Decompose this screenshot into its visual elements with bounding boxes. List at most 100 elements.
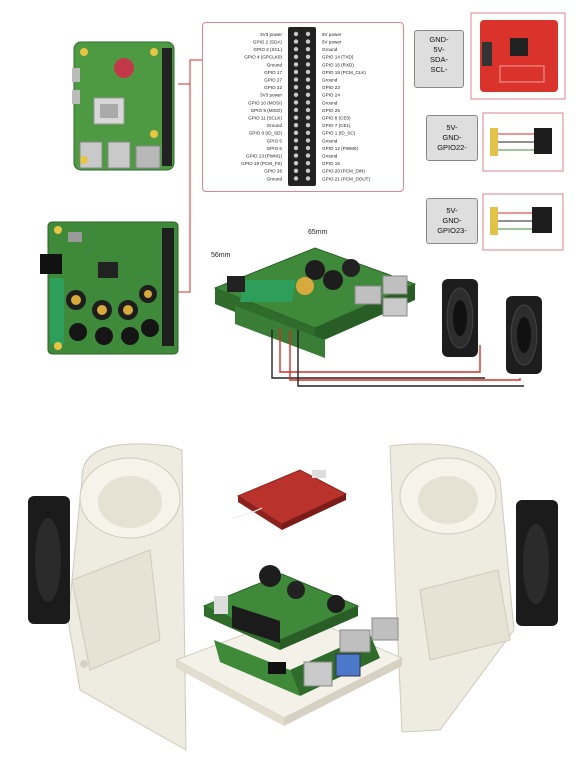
gpio-pin-dot bbox=[293, 39, 299, 44]
gpio-pin-label-left: GPIO 22 bbox=[264, 85, 282, 90]
case-speaker-right bbox=[516, 500, 558, 626]
gpio-pin-label-left: GPIO 4 (GPCLK0) bbox=[244, 55, 282, 60]
gpio-pin-dot bbox=[293, 62, 299, 67]
sensor2-label-line: 5V- bbox=[446, 206, 458, 215]
gpio-pin-label-right: GPIO 7 (CE1) bbox=[322, 123, 351, 128]
gpio-connector-line bbox=[175, 59, 202, 293]
gpio-pin-dot bbox=[305, 100, 311, 105]
gpio-pin-label-right: GPIO 12 (PWM0) bbox=[322, 146, 358, 151]
gpio-pin-label-right: 5V power bbox=[322, 32, 342, 37]
gpio-pin-dot bbox=[293, 31, 299, 37]
gpio-pin-label-right: Ground bbox=[322, 78, 338, 83]
gpio-pin-dot bbox=[293, 100, 299, 105]
gpio-pin-dot bbox=[305, 77, 311, 82]
gpio-pin-dot bbox=[293, 153, 299, 158]
gpio-pin-dot bbox=[305, 168, 311, 173]
gpio-pin-label-right: 5V power bbox=[322, 40, 342, 45]
raspberry-pi-board bbox=[72, 41, 175, 171]
gpio-pin-dot bbox=[305, 176, 311, 181]
gpio-pin-dot bbox=[293, 77, 299, 82]
nfc-label-line: 5V- bbox=[433, 45, 445, 54]
nfc-module bbox=[470, 12, 566, 100]
sensor2-label-line: GND- bbox=[442, 216, 462, 225]
speaker-left bbox=[442, 279, 478, 357]
gpio-pin-label-right: GPIO 18 (PCM_CLK) bbox=[322, 70, 366, 75]
gpio-pin-label-left: Ground bbox=[267, 62, 283, 67]
gpio-pin-label-right: Ground bbox=[322, 100, 338, 105]
speaker-wires bbox=[271, 328, 524, 387]
gpio-pin-label-left: GPIO 19 (PCM_FS) bbox=[241, 161, 282, 166]
gpio-pin-dot bbox=[293, 130, 299, 135]
gpio-pin-label-left: GPIO 6 bbox=[267, 146, 283, 151]
sensor1-label-line: 5V- bbox=[446, 123, 458, 132]
gpio-pin-dot bbox=[293, 123, 299, 128]
case-right-half bbox=[389, 443, 515, 733]
gpio-pin-label-left: GPIO 5 bbox=[267, 138, 283, 143]
gpio-pin-dot bbox=[305, 69, 311, 75]
case-speaker-left bbox=[28, 496, 70, 624]
gpio-pin-dot bbox=[293, 168, 299, 173]
sensor2-label-line: GPIO23- bbox=[437, 226, 467, 235]
gpio-pinout-box bbox=[202, 22, 404, 192]
gpio-pin-label-left: 3V3 power bbox=[260, 32, 282, 37]
sensor1-module bbox=[482, 112, 564, 172]
gpio-pin-label-right: GPIO 1 (ID_SC) bbox=[322, 131, 356, 136]
gpio-pin-label-left: GPIO 17 bbox=[264, 70, 282, 75]
sensor2-module bbox=[482, 193, 564, 251]
nfc-label-line: SCL- bbox=[430, 65, 448, 74]
gpio-pin-dot bbox=[305, 92, 311, 98]
gpio-pin-label-right: GPIO 25 bbox=[322, 108, 340, 113]
gpio-pin-label-right: GPIO 20 (PCM_DIN) bbox=[322, 169, 365, 174]
sensor1-label-line: GPIO22- bbox=[437, 143, 467, 152]
gpio-pin-dot bbox=[293, 138, 299, 143]
gpio-pin-label-left: GPIO 10 (MOSI) bbox=[248, 100, 282, 105]
gpio-pin-dot bbox=[293, 47, 299, 52]
gpio-pin-dot bbox=[305, 85, 311, 90]
dimension-width-label: 65mm bbox=[308, 229, 328, 236]
nfc-label-line: SDA- bbox=[430, 55, 448, 64]
gpio-pin-dot bbox=[305, 115, 311, 120]
gpio-pin-label-left: GPIO 2 (SDA) bbox=[253, 40, 283, 45]
gpio-pin-dot bbox=[305, 145, 311, 151]
sensor1-label-line: GND- bbox=[442, 133, 462, 142]
nfc-label-line: GND- bbox=[429, 35, 449, 44]
gpio-pin-dot bbox=[305, 153, 311, 158]
gpio-pin-label-left: Ground bbox=[267, 123, 283, 128]
gpio-pin-label-left: GPIO 3 (SCL) bbox=[253, 47, 282, 52]
gpio-pin-dot bbox=[305, 47, 311, 52]
case-electronics-stack bbox=[202, 565, 399, 696]
gpio-pin-dot bbox=[293, 115, 299, 120]
gpio-pin-label-left: GPIO 0 (ID_SD) bbox=[249, 131, 283, 136]
gpio-pin-label-left: GPIO 9 (MISO) bbox=[251, 108, 283, 113]
gpio-pin-label-left: Ground bbox=[267, 176, 283, 181]
gpio-pin-label-left: GPIO 27 bbox=[264, 78, 282, 83]
nfc-label-box: GND- 5V- SDA- SCL- bbox=[414, 30, 464, 88]
gpio-pin-dot bbox=[293, 176, 299, 181]
gpio-pin-label-right: GPIO 8 (CE0) bbox=[322, 116, 351, 121]
gpio-pin-label-left: GPIO 26 bbox=[264, 169, 282, 174]
amplifier-hat-board bbox=[40, 221, 179, 355]
gpio-pin-dot bbox=[293, 85, 299, 90]
gpio-pin-label-right: GPIO 23 bbox=[322, 85, 340, 90]
gpio-pin-dot bbox=[305, 54, 311, 59]
gpio-pin-label-right: GPIO 21 (PCM_DOUT) bbox=[322, 176, 370, 181]
speaker-right bbox=[506, 296, 542, 374]
gpio-pin-dot bbox=[305, 107, 311, 113]
gpio-pin-label-left: 3V3 power bbox=[260, 93, 282, 98]
gpio-pin-label-right: GPIO 16 bbox=[322, 161, 340, 166]
sensor1-label-box: 5V- GND- GPIO22- bbox=[426, 115, 478, 161]
gpio-pin-label-right: GPIO 14 (TXD) bbox=[322, 55, 354, 60]
gpio-pin-dot bbox=[305, 31, 311, 37]
gpio-pin-dot bbox=[305, 161, 311, 166]
gpio-pin-dot bbox=[305, 130, 311, 135]
gpio-pin-label-left: GPIO 13 (PWM1) bbox=[246, 154, 282, 159]
gpio-pin-dot bbox=[293, 161, 299, 166]
gpio-pin-dot bbox=[293, 69, 299, 75]
gpio-pin-label-right: Ground bbox=[322, 47, 338, 52]
gpio-pin-label-left: GPIO 11 (SCLK) bbox=[248, 116, 282, 121]
gpio-pin-dot bbox=[305, 39, 311, 44]
dimension-depth-label: 56mm bbox=[211, 252, 231, 259]
gpio-pin-label-right: GPIO 15 (RXD) bbox=[322, 62, 354, 67]
gpio-pin-dot bbox=[293, 145, 299, 151]
